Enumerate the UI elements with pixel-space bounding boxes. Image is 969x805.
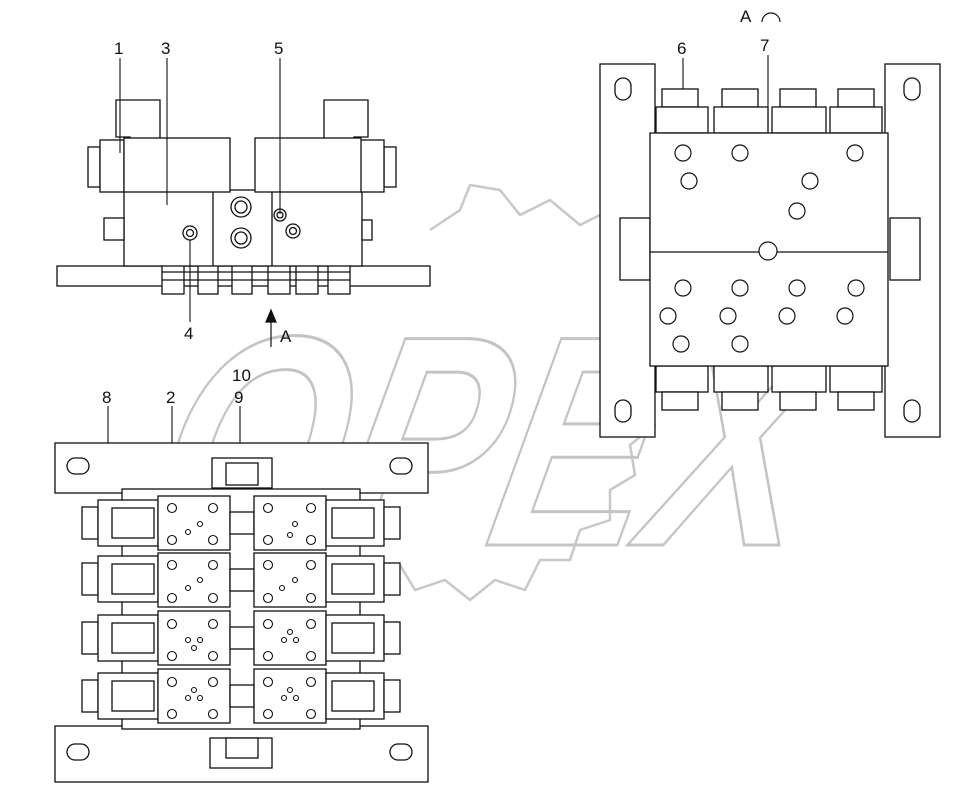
plan-view-screws	[166, 502, 317, 720]
callout-10: 10	[232, 366, 251, 385]
callout-2: 2	[166, 388, 176, 407]
callout-4: 4	[184, 324, 194, 343]
connectors-bottom	[655, 365, 883, 411]
bottom-bracket	[54, 725, 429, 783]
view-a	[599, 63, 941, 438]
solenoid-right	[254, 99, 397, 193]
callout-8: 8	[102, 388, 112, 407]
plan-view	[54, 442, 429, 783]
callout-5: 5	[274, 39, 284, 58]
callout-9: 9	[234, 388, 244, 407]
callout-7: 7	[760, 36, 770, 55]
callout-6: 6	[677, 39, 687, 58]
callout-3: 3	[161, 39, 171, 58]
view-a-title: A	[740, 7, 752, 26]
view-arrow-a	[265, 12, 781, 347]
connectors-top	[655, 88, 883, 134]
view-a-bolts	[659, 144, 865, 353]
solenoid-left	[87, 99, 231, 193]
side-view	[56, 99, 431, 295]
view-arrow-label: A	[280, 327, 292, 346]
callout-1: 1	[114, 39, 124, 58]
